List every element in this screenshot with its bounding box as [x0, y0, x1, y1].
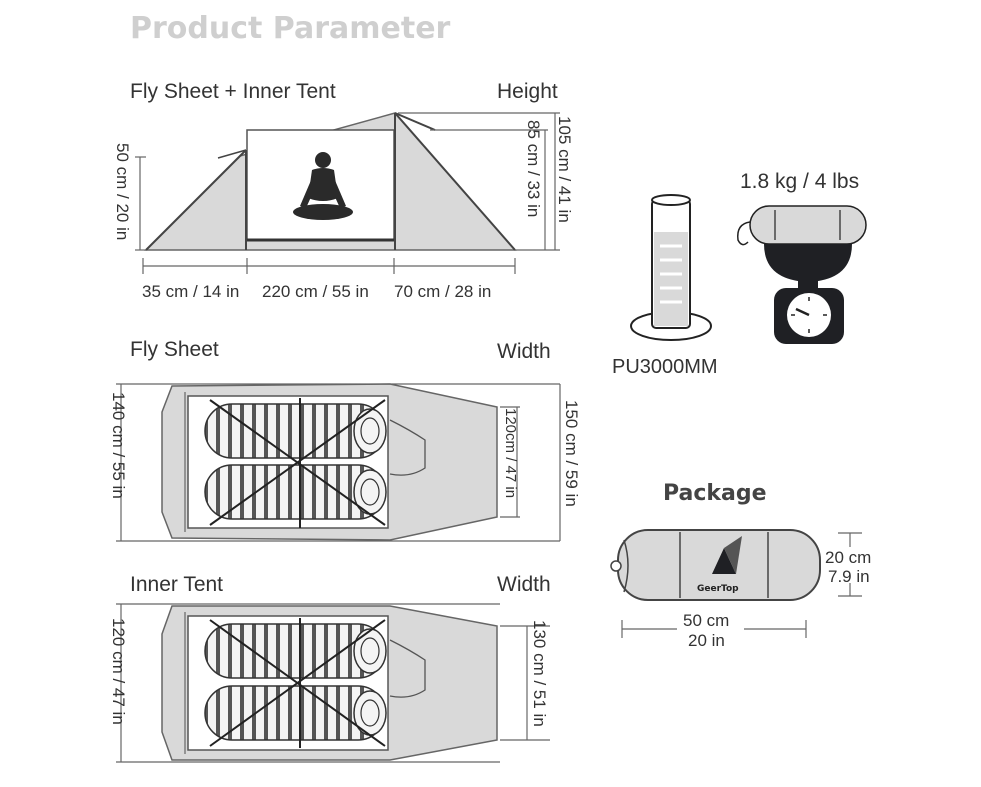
- waterproof-label: PU3000MM: [612, 356, 718, 378]
- package-brand: GeerTop: [697, 584, 739, 594]
- person-icon: [293, 152, 353, 220]
- geertop-logo-icon: [712, 548, 736, 574]
- fly-right-width-dim: 150 cm / 59 in: [562, 400, 581, 507]
- total-height-dim: 105 cm / 41 in: [555, 116, 574, 223]
- inner-length-dim: 220 cm / 55 in: [262, 282, 369, 301]
- inner-tent-diagram: Inner Tent Width 120 cm / 47 in 130 cm /…: [109, 573, 551, 763]
- page-title: Product Parameter: [130, 11, 451, 46]
- height-label: Height: [497, 80, 558, 103]
- sleeping-bag-icon: [204, 685, 387, 741]
- fly-sheet-diagram: Fly Sheet Width 140 cm / 55 in 120cm / 4…: [109, 338, 581, 542]
- package-title: Package: [663, 481, 767, 506]
- inner-tent-label: Inner Tent: [130, 573, 223, 596]
- package-length-in: 20 in: [688, 631, 725, 650]
- sleeping-bag-icon: [204, 623, 387, 679]
- fly-inner-width-dim: 120cm / 47 in: [502, 408, 519, 498]
- fly-sheet-width-label: Width: [497, 340, 551, 363]
- inner-height-dim: 85 cm / 33 in: [524, 120, 543, 217]
- weighing-scale-icon: [737, 205, 867, 344]
- package-height-in: 7.9 in: [828, 567, 870, 586]
- sleeping-bag-icon: [204, 464, 387, 520]
- weight-label: 1.8 kg / 4 lbs: [740, 170, 859, 193]
- package-length-cm: 50 cm: [683, 611, 729, 630]
- side-view-label: Fly Sheet + Inner Tent: [130, 80, 336, 103]
- package-bag-icon: GeerTop: [610, 529, 821, 601]
- rear-length-dim: 70 cm / 28 in: [394, 282, 491, 301]
- waterproof-gauge-icon: [630, 194, 712, 341]
- inner-left-width-dim: 120 cm / 47 in: [109, 618, 128, 725]
- package-height-cm: 20 cm: [825, 548, 871, 567]
- inner-tent-width-label: Width: [497, 573, 551, 596]
- vestibule-height-dim: 50 cm / 20 in: [113, 143, 132, 240]
- side-view-diagram: Fly Sheet + Inner Tent Height 50 cm / 20…: [113, 80, 574, 301]
- inner-right-width-dim: 130 cm / 51 in: [530, 620, 549, 727]
- sleeping-bag-icon: [204, 403, 387, 459]
- fly-left-width-dim: 140 cm / 55 in: [109, 392, 128, 499]
- fly-sheet-label: Fly Sheet: [130, 338, 219, 361]
- front-length-dim: 35 cm / 14 in: [142, 282, 239, 301]
